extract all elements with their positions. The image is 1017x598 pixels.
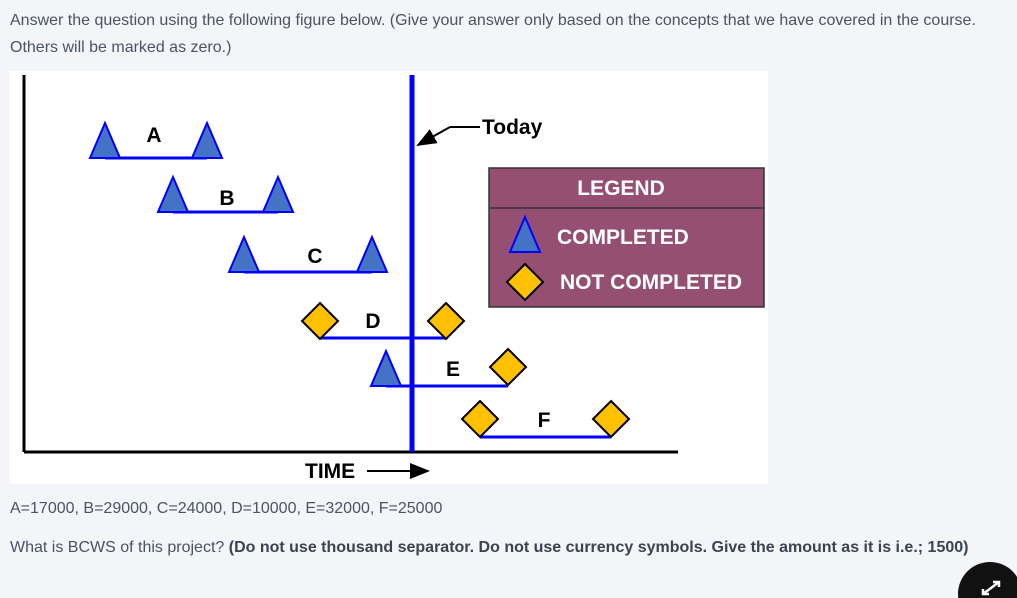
task-b-label: B (219, 187, 234, 210)
task-f-start-diamond-icon (460, 399, 500, 439)
question-text: What is BCWS of this project? (10, 539, 229, 556)
task-e-end-diamond-icon (488, 347, 528, 387)
budget-values: A=17000, B=29000, C=24000, D=10000, E=32… (10, 500, 443, 517)
legend: LEGEND COMPLETED NOT COMPLETED (488, 167, 765, 308)
task-b-end-triangle-icon (261, 174, 295, 213)
question-instruction: (Do not use thousand separator. Do not u… (228, 539, 969, 556)
task-d-start-diamond-icon (300, 301, 340, 341)
task-e-start-triangle-icon (369, 348, 403, 387)
legend-title: LEGEND (577, 177, 665, 200)
task-c-end-triangle-icon (355, 234, 389, 273)
expand-button[interactable] (958, 562, 1017, 598)
task-d-label: D (365, 310, 380, 333)
legend-not-completed-label: NOT COMPLETED (560, 271, 742, 294)
task-f-end-diamond-icon (591, 399, 631, 439)
task-d-end-diamond-icon (426, 301, 466, 341)
task-c-start-triangle-icon (227, 234, 261, 273)
task-a-end-triangle-icon (190, 120, 224, 159)
question-intro: Answer the question using the following … (10, 12, 976, 56)
schedule-diagram: Today A B C D E F TIME (22, 75, 765, 483)
task-a-label: A (146, 124, 161, 147)
task-b-start-triangle-icon (156, 174, 190, 213)
today-label: Today (482, 116, 543, 139)
schedule-figure: Today A B C D E F TIME (10, 71, 768, 484)
legend-completed-label: COMPLETED (557, 226, 689, 249)
task-c-label: C (307, 245, 322, 268)
task-f-label: F (538, 409, 551, 432)
expand-arrows-icon (981, 580, 1001, 596)
legend-completed-triangle-icon (508, 214, 542, 253)
today-pointer-arrow-diagonal (416, 126, 451, 146)
task-a-start-triangle-icon (88, 120, 122, 159)
legend-not-completed-diamond-icon (505, 262, 545, 302)
question-prompt: What is BCWS of this project? (Do not us… (10, 534, 970, 561)
task-e-label: E (446, 358, 460, 381)
time-label: TIME (305, 460, 355, 483)
